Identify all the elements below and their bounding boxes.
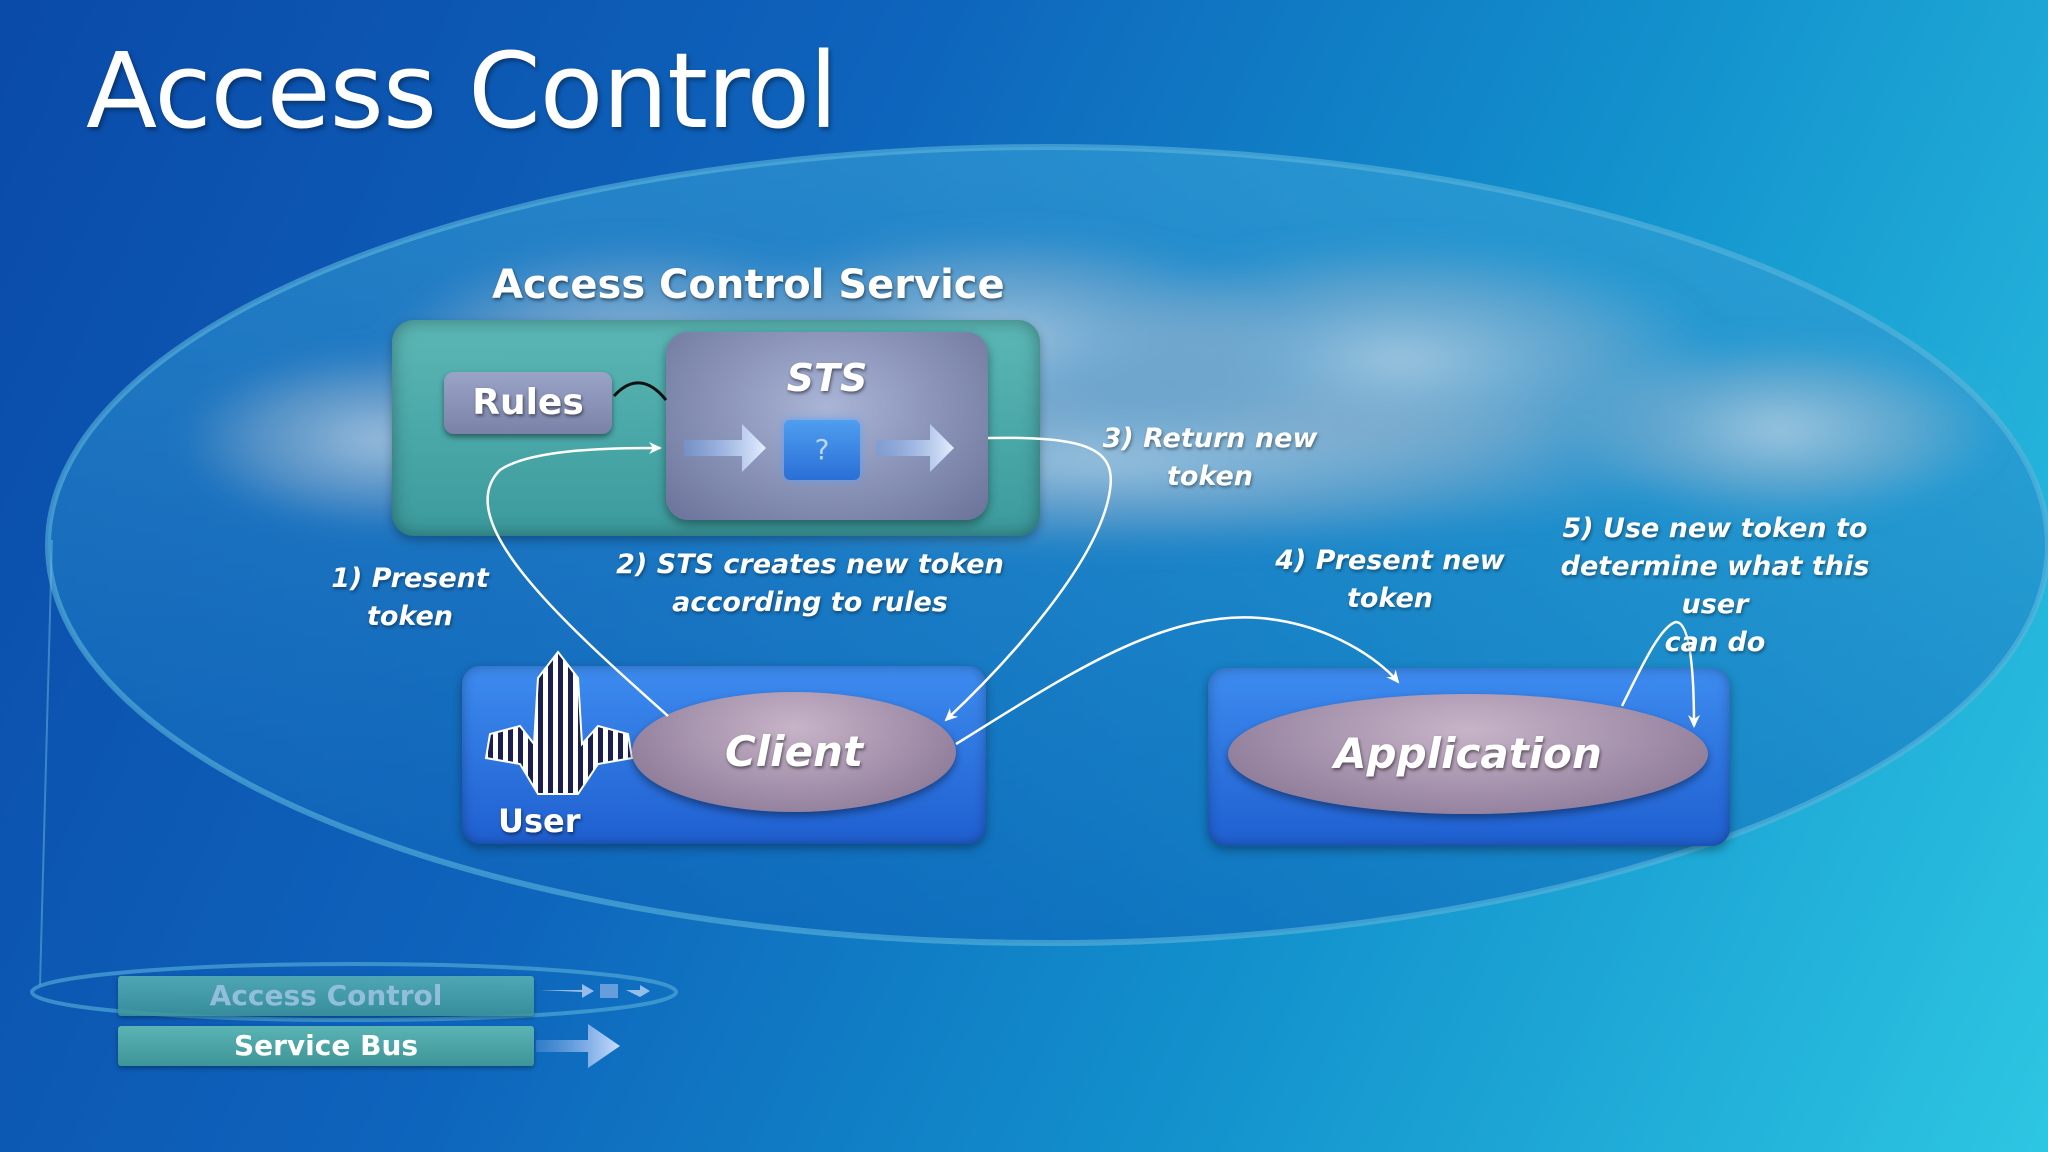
step-4-line-1: 4) Present new bbox=[1275, 545, 1505, 576]
legend-ellipse bbox=[30, 962, 678, 1022]
step-2-label: 2) STS creates new token according to ru… bbox=[600, 546, 1020, 622]
rules-box: Rules bbox=[444, 372, 612, 434]
step-1-line-2: token bbox=[367, 601, 453, 632]
user-icon bbox=[484, 650, 634, 795]
step-5-line-3: can do bbox=[1664, 627, 1766, 658]
access-control-service-title: Access Control Service bbox=[492, 262, 1005, 308]
sts-core-icon: ? bbox=[784, 420, 860, 480]
legend-service-bus: Service Bus bbox=[118, 1026, 534, 1066]
user-label: User bbox=[498, 802, 581, 840]
step-4-line-2: token bbox=[1347, 583, 1433, 614]
step-3-line-1: 3) Return new bbox=[1102, 423, 1318, 454]
step-5-line-2: determine what this user bbox=[1560, 551, 1870, 620]
step-2-line-2: according to rules bbox=[672, 587, 948, 618]
step-1-label: 1) Present token bbox=[320, 560, 500, 636]
legend-sb-arrow bbox=[536, 1024, 620, 1068]
legend-ac-arrows bbox=[540, 984, 650, 998]
client-oval: Client bbox=[632, 692, 956, 812]
step-4-label: 4) Present new token bbox=[1270, 542, 1510, 618]
step-1-line-1: 1) Present bbox=[331, 563, 489, 594]
sts-label: STS bbox=[786, 356, 868, 400]
legend-access-control: Access Control bbox=[118, 976, 534, 1016]
slide-title: Access Control bbox=[86, 30, 838, 152]
application-oval: Application bbox=[1228, 694, 1708, 814]
step-3-label: 3) Return new token bbox=[1100, 420, 1320, 496]
step-5-line-1: 5) Use new token to bbox=[1562, 513, 1868, 544]
step-5-label: 5) Use new token to determine what this … bbox=[1530, 510, 1900, 662]
step-3-line-2: token bbox=[1167, 461, 1253, 492]
step-2-line-1: 2) STS creates new token bbox=[616, 549, 1004, 580]
